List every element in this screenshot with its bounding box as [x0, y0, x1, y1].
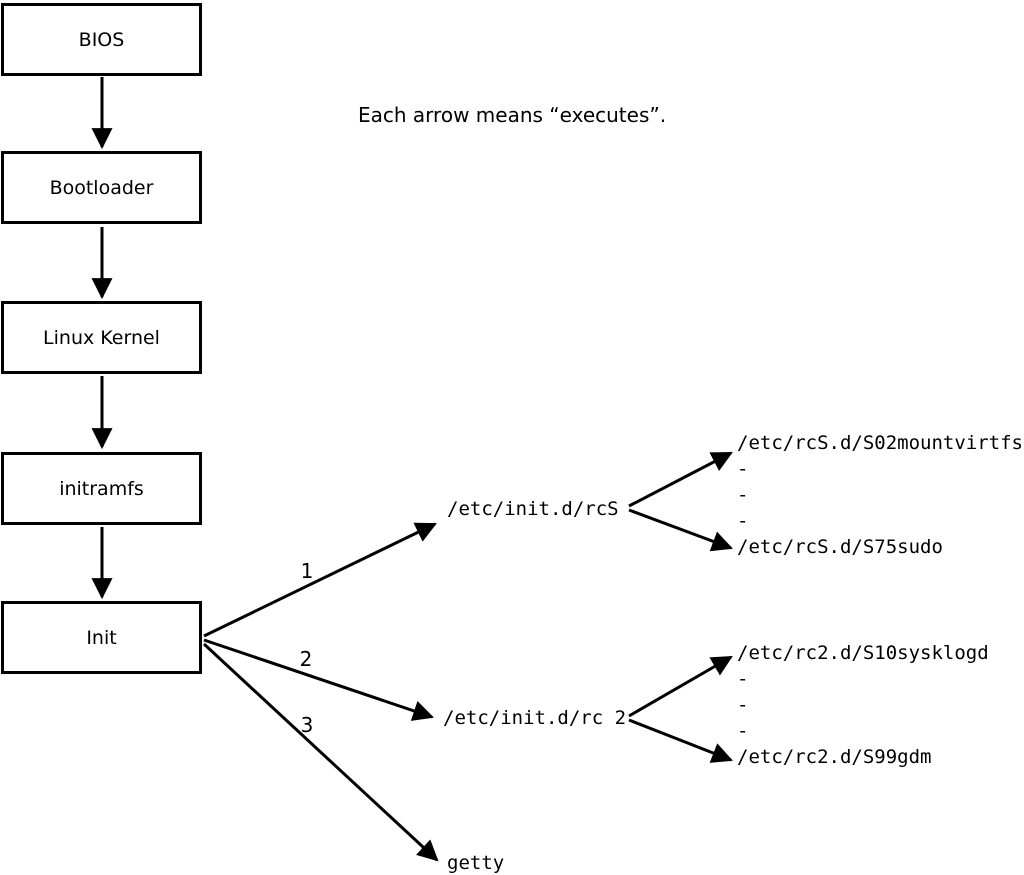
arrow-init-rcS [203, 522, 437, 638]
box-initramfs: initramfs [1, 452, 202, 525]
rc2-script-item: /etc/rc2.d/S99gdm [737, 746, 932, 768]
branch-3-number: 3 [300, 713, 314, 737]
arrow-rc2-S10sysklogd [628, 655, 733, 718]
rcS-script-ellipsis-dash: - [737, 510, 749, 532]
rc2-script-ellipsis-dash: - [737, 668, 749, 690]
rcS-script-list: /etc/rcS.d/S02mountvirtfs - - - /etc/rcS… [737, 430, 1023, 560]
rcS-script-item: /etc/rcS.d/S02mountvirtfs [737, 432, 1023, 454]
box-linux-kernel-label: Linux Kernel [43, 326, 160, 349]
rc2-script-item: /etc/rc2.d/S10sysklogd [737, 642, 989, 664]
arrow-rcS-S75sudo [628, 508, 733, 552]
box-bios: BIOS [1, 3, 202, 76]
box-init: Init [1, 601, 202, 674]
target-etc-init-d-rc2: /etc/init.d/rc 2 [443, 707, 627, 729]
arrow-rc2-S99gdm [628, 718, 733, 763]
box-linux-kernel: Linux Kernel [1, 301, 202, 374]
target-etc-init-d-rcS: /etc/init.d/rcS [447, 498, 619, 520]
branch-2-number: 2 [299, 647, 313, 671]
legend-note: Each arrow means “executes”. [358, 103, 667, 127]
box-bootloader: Bootloader [1, 151, 202, 224]
arrow-init-getty [202, 642, 439, 862]
branch-1-number: 1 [300, 559, 314, 583]
arrow-init-rc2 [203, 638, 434, 721]
box-bios-label: BIOS [78, 28, 125, 51]
box-init-label: Init [86, 626, 117, 649]
target-getty: getty [447, 852, 505, 874]
box-bootloader-label: Bootloader [49, 176, 154, 199]
rcS-script-ellipsis-dash: - [737, 458, 749, 480]
rcS-script-ellipsis-dash: - [737, 484, 749, 506]
rc2-script-list: /etc/rc2.d/S10sysklogd - - - /etc/rc2.d/… [737, 640, 989, 770]
rcS-script-item: /etc/rcS.d/S75sudo [737, 536, 943, 558]
rc2-script-ellipsis-dash: - [737, 720, 749, 742]
rc2-script-ellipsis-dash: - [737, 694, 749, 716]
arrow-rcS-S02mountvirtfs [628, 451, 733, 508]
box-initramfs-label: initramfs [59, 477, 144, 500]
